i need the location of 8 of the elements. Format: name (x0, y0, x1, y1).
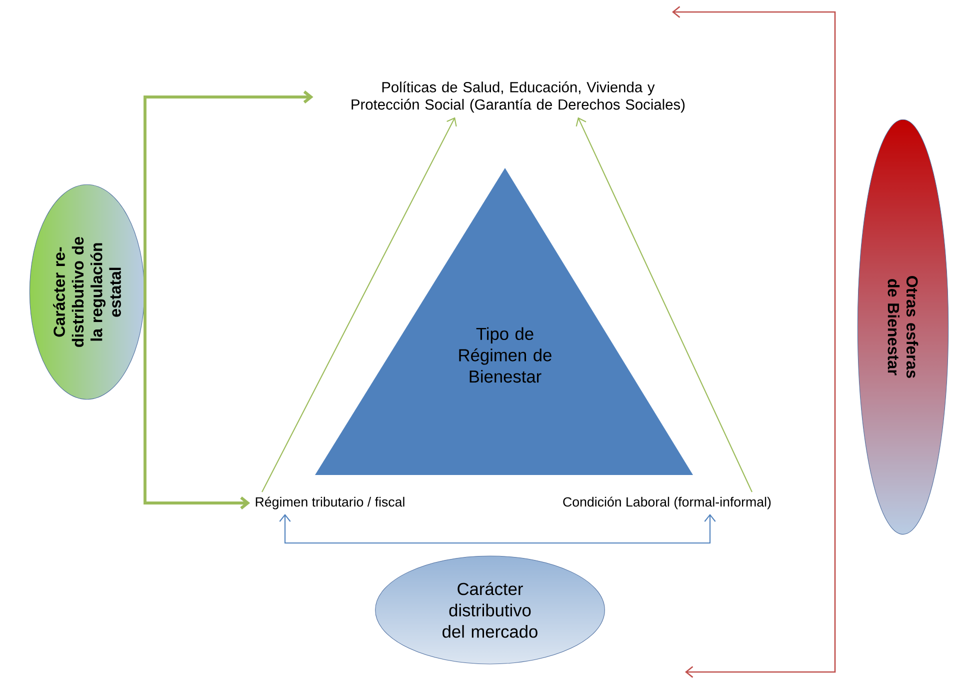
arrow (279, 514, 716, 544)
label-text: Régimen tributario / fiscal (256, 496, 404, 510)
triangle: Tipo de Régimen de Bienestar (315, 168, 693, 475)
label-text: Condición Laboral (formal-informal) (563, 496, 771, 510)
heading-text: Políticas de Salud, Educación, Vivienda y Protección Social (Garantía de Derechos Sociales) (352, 81, 685, 113)
arrow (262, 117, 457, 492)
arrow (144, 90, 314, 510)
arrow (576, 117, 752, 492)
